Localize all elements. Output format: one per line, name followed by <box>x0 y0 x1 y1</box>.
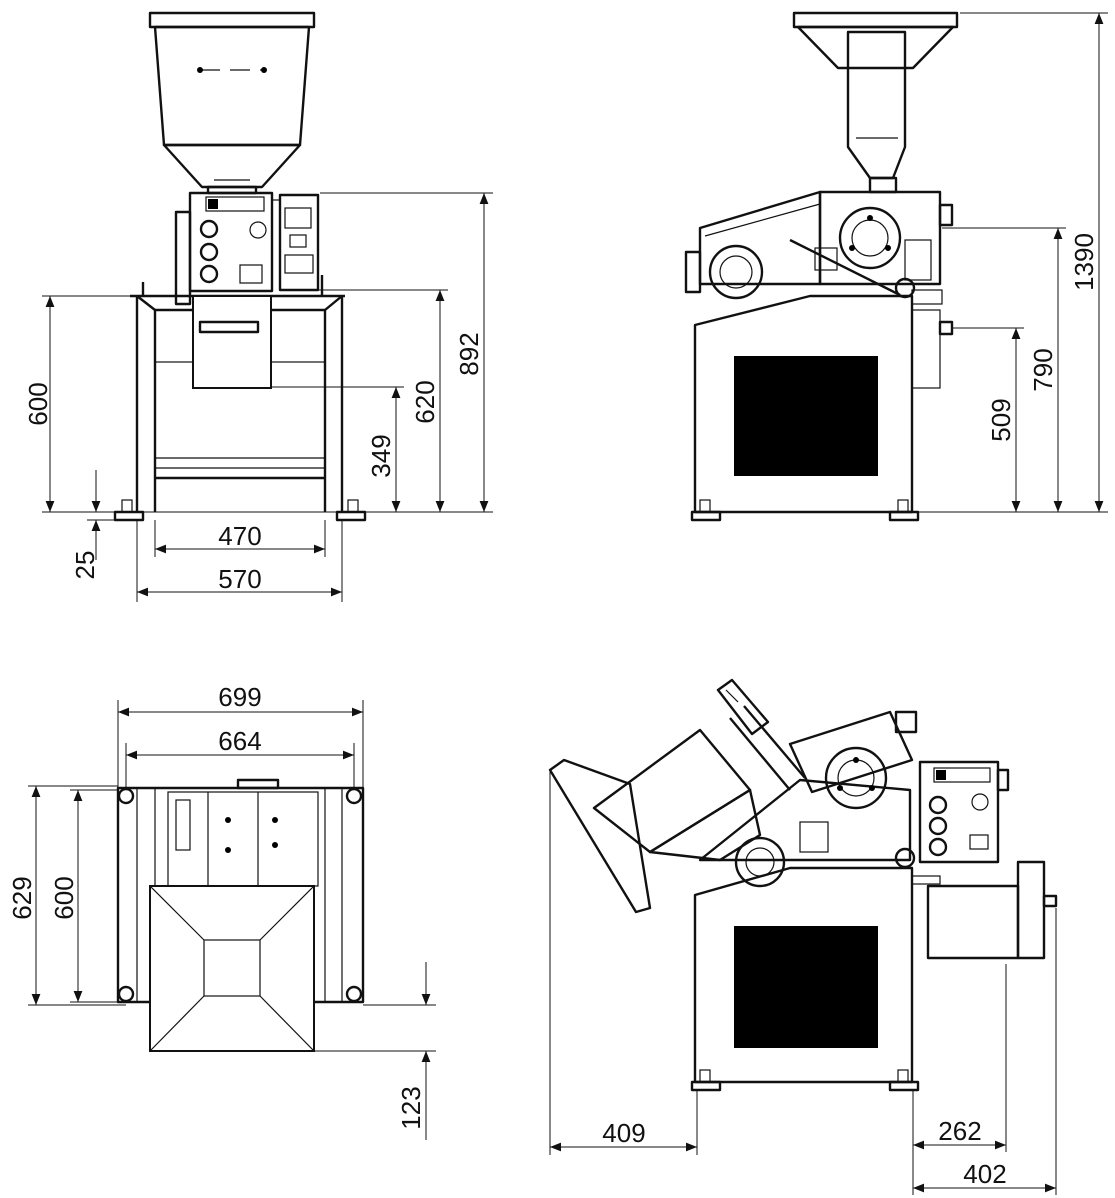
side-granulator-body <box>684 190 954 305</box>
open-granulator-body <box>698 710 918 888</box>
open-view: 409 262 402 <box>548 678 1058 1195</box>
top-dim-123-label: 123 <box>396 1086 426 1129</box>
open-control-panel <box>918 760 1010 864</box>
open-extension-lines <box>549 772 1057 1195</box>
open-dim-262-label: 262 <box>938 1116 981 1146</box>
front-dim-349-label: 349 <box>366 434 396 477</box>
front-dim-600-label: 600 <box>23 382 53 425</box>
side-dim-790-label: 790 <box>1028 348 1058 391</box>
front-hopper <box>148 11 316 195</box>
side-dim-1390-label: 1390 <box>1069 233 1099 291</box>
open-stand-panel <box>734 926 878 1048</box>
side-dim-509-label: 509 <box>986 398 1016 441</box>
top-hopper <box>149 885 315 1052</box>
side-hopper <box>792 11 959 194</box>
top-dim-699-label: 699 <box>218 682 261 712</box>
front-dim-570-label: 570 <box>218 564 261 594</box>
side-view: 509 790 1390 <box>684 11 1108 522</box>
front-dim-470-label: 470 <box>218 521 261 551</box>
front-dim-25-label: 25 <box>70 551 100 580</box>
front-dim-892-label: 892 <box>454 332 484 375</box>
open-dim-402-label: 402 <box>963 1159 1006 1189</box>
front-stand <box>113 275 367 522</box>
side-stand <box>690 294 954 522</box>
open-stand <box>690 860 1058 1092</box>
front-dim-620-label: 620 <box>410 380 440 423</box>
open-dim-409-label: 409 <box>602 1118 645 1148</box>
front-extension-lines <box>42 192 493 602</box>
top-dim-664-label: 664 <box>218 726 261 756</box>
top-dim-629-label: 629 <box>7 876 37 919</box>
top-dimension-lines <box>31 707 431 1140</box>
side-dimension-lines <box>1011 12 1104 512</box>
top-view: 699 664 629 600 123 <box>7 682 436 1140</box>
top-dim-600-label: 600 <box>49 876 79 919</box>
open-hopper <box>548 678 806 914</box>
open-dimension-lines <box>550 1140 1056 1193</box>
side-stand-panel <box>734 356 878 476</box>
front-view: 600 25 470 570 349 620 892 <box>23 11 493 602</box>
front-dimension-lines <box>45 193 489 597</box>
front-granulator-body <box>174 191 320 306</box>
